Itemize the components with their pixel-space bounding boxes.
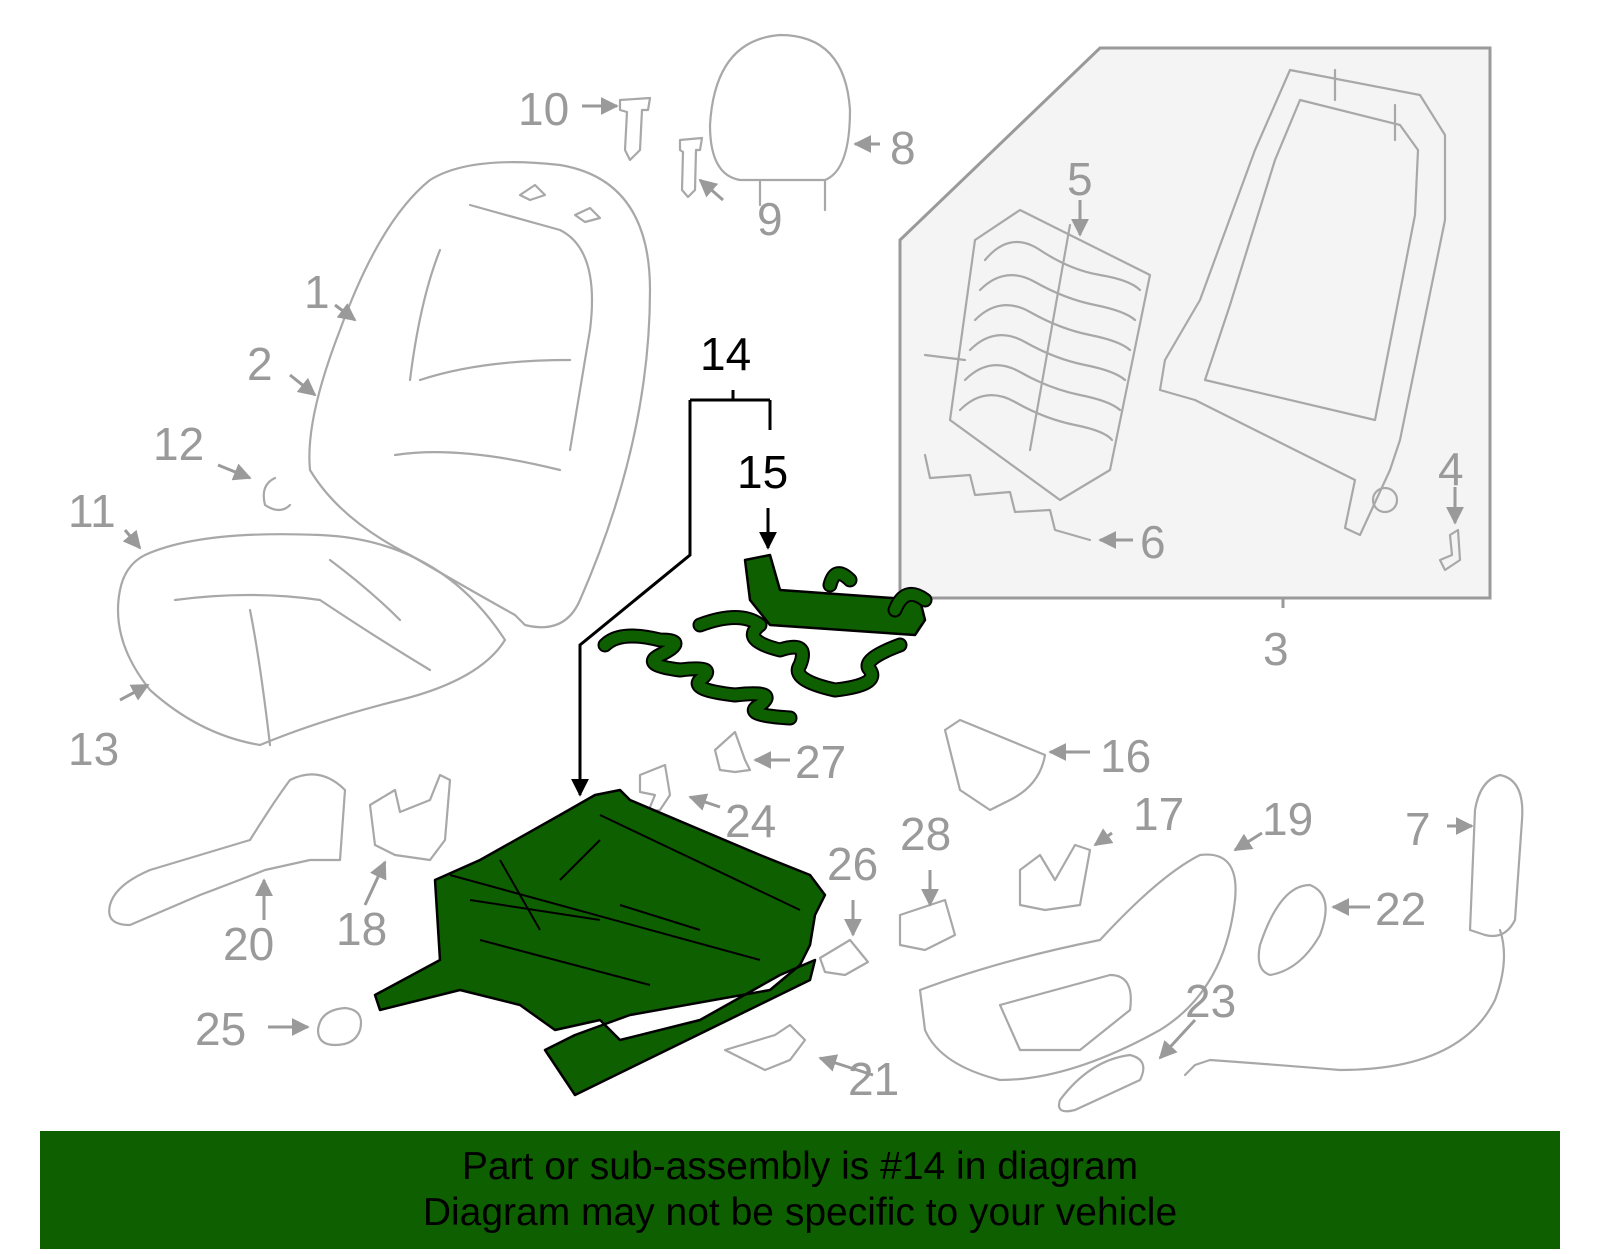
callout-7: 7 (1405, 803, 1431, 855)
headrest-guide-10 (618, 96, 652, 162)
trim-16 (943, 718, 1047, 812)
clip-27 (713, 730, 752, 774)
bracket-18 (368, 773, 452, 862)
callout-14: 14 (700, 328, 751, 380)
bracket-17 (1018, 843, 1092, 912)
callout-27-label: 27 (795, 736, 846, 788)
seatback-frame (1158, 68, 1447, 537)
seatback-cover (308, 161, 652, 629)
seatback-frame-inset (898, 46, 1492, 600)
callout-12: 12 (153, 418, 204, 470)
seatback-spring-mat (923, 208, 1152, 502)
callout-11: 11 (68, 485, 116, 537)
side-shield-20 (108, 773, 347, 927)
callout-18: 18 (336, 903, 387, 955)
callout-13: 13 (68, 723, 119, 775)
callout-8: 8 (890, 122, 916, 174)
cap-25 (316, 1006, 363, 1047)
lever-23 (1057, 1053, 1145, 1113)
callout-23: 23 (1185, 975, 1236, 1027)
caption-line-1: Part or sub-assembly is #14 in diagram (461, 1145, 1139, 1188)
callout-2: 2 (247, 338, 273, 390)
cable-7 (1183, 928, 1506, 1077)
callout-25: 25 (195, 1003, 246, 1055)
callout-1: 1 (304, 266, 330, 318)
callout-9: 9 (757, 193, 783, 245)
callout-28: 28 (900, 808, 951, 860)
lumbar-7 (1468, 773, 1524, 938)
callout-19: 19 (1262, 793, 1313, 845)
callout-24: 24 (725, 795, 776, 847)
side-shield-19 (918, 853, 1237, 1082)
callout-3: 3 (1263, 623, 1289, 675)
bracket-28 (898, 898, 957, 952)
callout-16: 16 (1100, 730, 1151, 782)
caption-line-2: Diagram may not be specific to your vehi… (422, 1191, 1178, 1234)
callout-15: 15 (737, 446, 788, 498)
side-shield-19-panel (998, 973, 1132, 1052)
callout-17: 17 (1133, 788, 1184, 840)
callout-26: 26 (827, 838, 878, 890)
seat-adjuster-14 (373, 788, 827, 1097)
bracket-21 (723, 1023, 807, 1072)
headrest (708, 33, 852, 212)
callout-20: 20 (223, 918, 274, 970)
knob-22 (1257, 883, 1327, 977)
callout-4: 4 (1438, 443, 1464, 495)
callout-5: 5 (1067, 153, 1093, 205)
hook-12 (262, 476, 292, 512)
callout-22: 22 (1375, 883, 1426, 935)
callout-10: 10 (518, 83, 569, 135)
seat-cushion-cover (116, 533, 507, 747)
seatback-wire (923, 453, 1092, 542)
clip-26 (818, 938, 870, 977)
caption-banner: Part or sub-assembly is #14 in diagram D… (40, 1131, 1560, 1249)
callout-21: 21 (848, 1053, 899, 1105)
seat-spring-15 (597, 553, 933, 726)
clip-4 (1438, 528, 1462, 572)
callout-6: 6 (1140, 516, 1166, 568)
headrest-guide-9 (678, 136, 704, 199)
